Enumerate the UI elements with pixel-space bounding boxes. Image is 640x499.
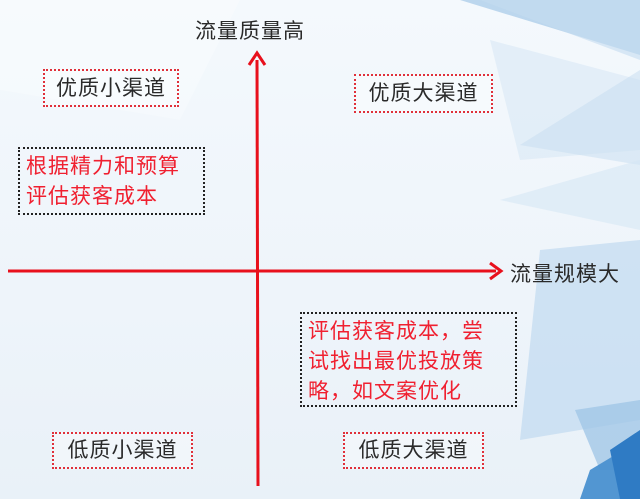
x-axis-arrowhead-icon	[489, 261, 504, 281]
y-axis-arrowhead-icon	[247, 50, 267, 66]
y-axis-label: 流量质量高	[195, 19, 305, 43]
note-left-line-2: 评估获客成本	[26, 184, 158, 208]
quadrant-label-bottom-right: 低质大渠道	[343, 432, 484, 469]
note-left: 根据精力和预算 评估获客成本	[18, 147, 205, 215]
note-bottom-right: 评估获客成本，尝 试找出最优投放策 略，如文案优化	[300, 312, 517, 407]
note-bottom-right-line-1: 评估获客成本，尝	[308, 319, 484, 343]
note-bottom-right-line-3: 略，如文案优化	[308, 379, 462, 403]
y-axis-line	[255, 59, 260, 487]
note-left-line-1: 根据精力和预算	[26, 154, 180, 178]
quadrant-label-top-right: 优质大渠道	[354, 74, 493, 113]
note-bottom-right-line-2: 试找出最优投放策	[308, 349, 484, 373]
quadrant-label-top-left: 优质小渠道	[43, 69, 179, 107]
quadrant-label-bottom-left: 低质小渠道	[52, 432, 193, 469]
x-axis-label: 流量规模大	[510, 262, 620, 286]
